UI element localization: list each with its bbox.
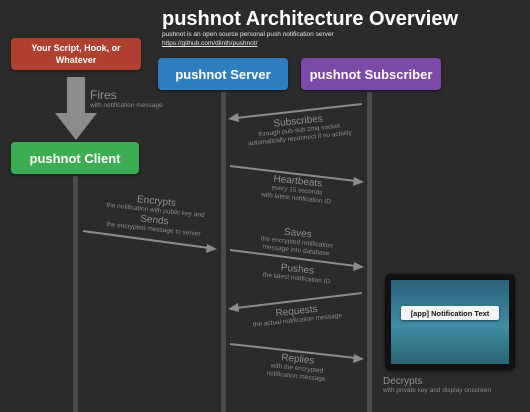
diagram-subtitle: pushnot is an open source personal push … xyxy=(162,31,334,38)
sends-arrowhead xyxy=(206,244,217,253)
fires-desc: with notification message xyxy=(90,102,163,109)
saves-arrowhead xyxy=(353,262,364,271)
diagram-title: pushnot Architecture Overview xyxy=(162,8,458,30)
subscribes-arrow xyxy=(235,103,363,119)
sends-arrow xyxy=(82,230,210,249)
saves-arrow xyxy=(229,249,357,267)
script-node: Your Script, Hook, or Whatever xyxy=(11,38,141,70)
decrypts-step: Decrypts with private key and display on… xyxy=(383,376,491,395)
requests-arrow xyxy=(235,292,363,309)
decrypts-desc: with private key and display onscreen xyxy=(383,387,492,394)
notification-popup[interactable]: [app] Notification Text xyxy=(401,306,499,320)
heartbeats-arrow xyxy=(229,165,357,182)
requests-arrowhead xyxy=(228,303,239,312)
server-node: pushnot Server xyxy=(158,58,288,90)
fires-step: Fires with notification message xyxy=(90,89,163,110)
fires-arrow xyxy=(55,77,97,140)
repo-link[interactable]: https://github.com/dlinth/pushnot/ xyxy=(162,40,258,47)
replies-arrowhead xyxy=(353,354,364,363)
server-lifeline xyxy=(221,92,226,412)
fires-label: Fires xyxy=(90,88,117,102)
subscribes-arrowhead xyxy=(228,113,239,122)
client-node: pushnot Client xyxy=(11,142,139,174)
screen-wallpaper: [app] Notification Text xyxy=(391,280,509,364)
heartbeats-arrowhead xyxy=(353,177,364,186)
subscriber-lifeline xyxy=(367,92,372,412)
device-screen: [app] Notification Text xyxy=(385,274,515,370)
client-lifeline xyxy=(73,176,78,412)
replies-arrow xyxy=(229,343,357,359)
decrypts-label: Decrypts xyxy=(383,376,423,387)
subscriber-node: pushnot Subscriber xyxy=(301,58,441,90)
